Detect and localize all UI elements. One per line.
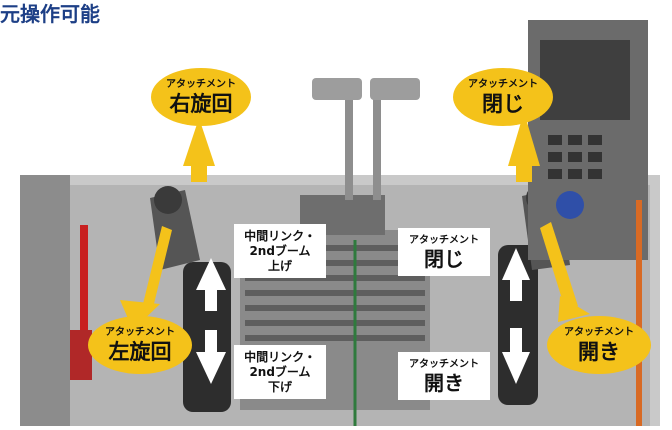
bubble-subtitle: アタッチメント [564, 326, 634, 338]
label-link-boom-down: 中間リンク・ 2ndブーム 下げ [234, 345, 326, 399]
red-lever [80, 225, 88, 375]
yellow-arrow-up-right [508, 112, 540, 166]
white-arrow-down-right-shaft [510, 328, 522, 354]
label-line: 2ndブーム [249, 364, 311, 379]
white-arrow-up-right [502, 248, 530, 280]
white-arrows [196, 248, 530, 384]
bubble-title: 開き [578, 339, 620, 364]
yellow-arrow-up-left [183, 118, 215, 166]
bubble-subtitle: アタッチメント [468, 78, 538, 90]
white-arrow-up-left-shaft [205, 289, 217, 311]
yellow-arrow-down-right-shaft [540, 222, 578, 312]
bubble-title: 右旋回 [169, 91, 233, 116]
blue-dial [556, 191, 584, 219]
bubble-left-swing: アタッチメント 左旋回 [88, 316, 192, 374]
yellow-arrows [120, 112, 590, 330]
monitor-screen [540, 40, 630, 120]
bubble-title: 左旋回 [108, 339, 172, 364]
label-attachment-open: アタッチメント 開き [398, 352, 490, 400]
bubble-subtitle: アタッチメント [166, 78, 236, 90]
travel-lever-right [373, 95, 381, 200]
bubble-open-bottom: アタッチメント 開き [547, 316, 651, 374]
page-heading: 元操作可能 [0, 2, 100, 26]
white-arrow-down-left [196, 352, 226, 384]
bubble-subtitle: アタッチメント [105, 326, 175, 338]
yellow-arrow-up-left-shaft [191, 160, 207, 182]
bubble-right-swing: アタッチメント 右旋回 [151, 68, 251, 126]
travel-lever-left [345, 95, 353, 200]
travel-pedal-right [370, 78, 420, 100]
label-line: 下げ [267, 379, 292, 394]
label-line: 中間リンク・ [244, 349, 316, 364]
label-link-boom-up: 中間リンク・ 2ndブーム 上げ [234, 224, 326, 278]
bubble-title: 閉じ [482, 91, 524, 116]
keypad [548, 135, 602, 179]
yellow-arrow-up-right-shaft [516, 160, 532, 182]
white-arrow-up-left [196, 258, 226, 290]
travel-pedal-left [312, 78, 362, 100]
yellow-arrow-down-left-shaft [142, 226, 172, 312]
bubble-close-top: アタッチメント 閉じ [453, 68, 553, 126]
label-line: 2ndブーム [249, 243, 311, 258]
white-arrow-up-right-shaft [510, 279, 522, 301]
left-console [20, 175, 70, 426]
left-joystick-grip [154, 186, 182, 214]
label-title: 開き [424, 370, 464, 395]
label-attachment-close: アタッチメント 閉じ [398, 228, 490, 276]
red-lever-base [70, 330, 92, 380]
label-line: 中間リンク・ [244, 228, 316, 243]
label-title: 閉じ [424, 246, 464, 271]
orange-rail [636, 200, 642, 426]
label-subtitle: アタッチメント [409, 358, 479, 370]
label-line: 上げ [267, 258, 292, 273]
white-arrow-down-left-shaft [205, 330, 217, 354]
console-stripes [245, 245, 425, 341]
label-subtitle: アタッチメント [409, 234, 479, 246]
white-arrow-down-right [502, 352, 530, 384]
